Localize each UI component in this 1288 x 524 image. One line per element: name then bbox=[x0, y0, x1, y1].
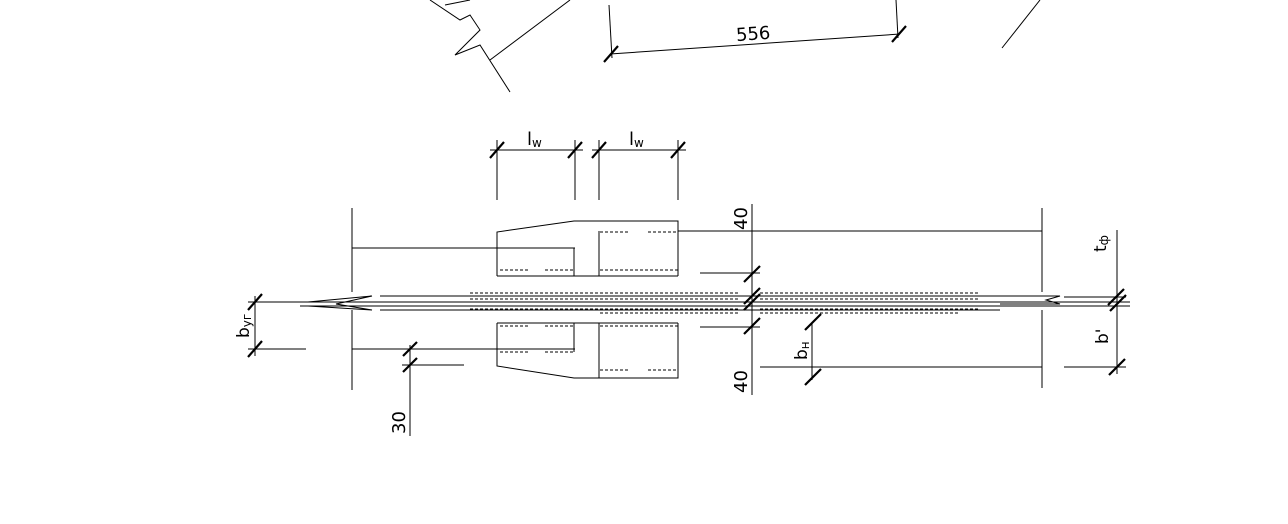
t-f-label: tф bbox=[1091, 235, 1111, 252]
weld-seams bbox=[470, 231, 980, 371]
dimension-line-556 bbox=[609, 33, 901, 55]
lw-left-label: lw bbox=[527, 129, 542, 150]
edge-top-40: 40 bbox=[731, 207, 752, 230]
dimensions: lw lw 40 40 bн 30 bbox=[234, 129, 1127, 436]
edge-bottom-40: 40 bbox=[731, 370, 752, 393]
gap-30-label: 30 bbox=[389, 411, 410, 434]
top-partial-view: 556 bbox=[429, 0, 1041, 93]
dimension-556-label: 556 bbox=[735, 23, 771, 46]
main-plan-view bbox=[300, 204, 1130, 395]
b-h-label: bн bbox=[792, 341, 812, 360]
lw-right-label: lw bbox=[629, 129, 644, 150]
b-yg-label: bуг bbox=[234, 314, 254, 338]
upper-splice-plate bbox=[496, 220, 679, 276]
b-prime-label: b' bbox=[1093, 329, 1113, 344]
lower-splice-plate bbox=[496, 323, 679, 379]
